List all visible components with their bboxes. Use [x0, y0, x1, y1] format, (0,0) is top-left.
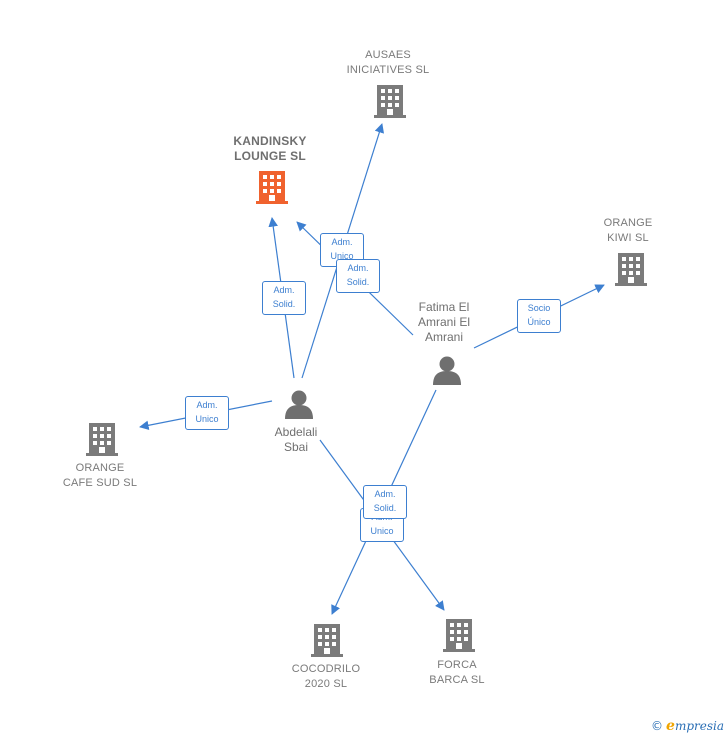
company-orange-kiwi[interactable]: ORANGE KIWI SL: [578, 216, 678, 246]
building-icon: [374, 85, 406, 118]
person-icon: [285, 390, 313, 419]
empresia-watermark: ©empresia: [651, 718, 724, 734]
company-kandinsky-lounge[interactable]: KANDINSKY LOUNGE SL: [210, 134, 330, 164]
company-label: ORANGE CAFE SUD SL: [62, 462, 138, 489]
relation-badge-adm-unico-cafe[interactable]: Adm. Unico: [185, 396, 229, 430]
building-icon: [86, 423, 118, 456]
person-label: Fatima El Amrani El Amrani: [417, 300, 470, 344]
company-label: AUSAES INICIATIVES SL: [346, 49, 430, 76]
company-orange-cafe-sud[interactable]: ORANGE CAFE SUD SL: [40, 461, 160, 491]
copyright-icon: ©: [651, 719, 664, 733]
person-label: Abdelali Sbai: [274, 425, 318, 454]
company-label: KANDINSKY LOUNGE SL: [233, 134, 307, 163]
building-icon: [615, 253, 647, 286]
company-cocodrilo-2020[interactable]: COCODRILO 2020 SL: [266, 662, 386, 692]
company-label: ORANGE KIWI SL: [603, 217, 653, 244]
brand-name: mpresia: [674, 719, 724, 733]
relation-badge-adm-solid-kandinsky-fatima[interactable]: Adm. Solid.: [336, 259, 380, 293]
company-forca-barca[interactable]: FORCA BARCA SL: [397, 658, 517, 688]
person-fatima-el-amrani[interactable]: Fatima El Amrani El Amrani: [394, 300, 494, 345]
person-icon: [433, 356, 461, 385]
building-icon: [443, 619, 475, 652]
brand-initial: e: [666, 718, 675, 734]
company-label: FORCA BARCA SL: [429, 659, 485, 686]
relation-badge-adm-solid-kandinsky-abdelali[interactable]: Adm. Solid.: [262, 281, 306, 315]
company-ausaes-iniciatives[interactable]: AUSAES INICIATIVES SL: [328, 48, 448, 78]
relation-badge-socio-unico-kiwi[interactable]: Socio Único: [517, 299, 561, 333]
company-label: COCODRILO 2020 SL: [291, 663, 361, 690]
relation-badge-adm-solid-forca[interactable]: Adm. Solid.: [363, 485, 407, 519]
building-icon: [311, 624, 343, 657]
person-abdelali-sbai[interactable]: Abdelali Sbai: [246, 425, 346, 455]
building-icon: [256, 171, 288, 204]
